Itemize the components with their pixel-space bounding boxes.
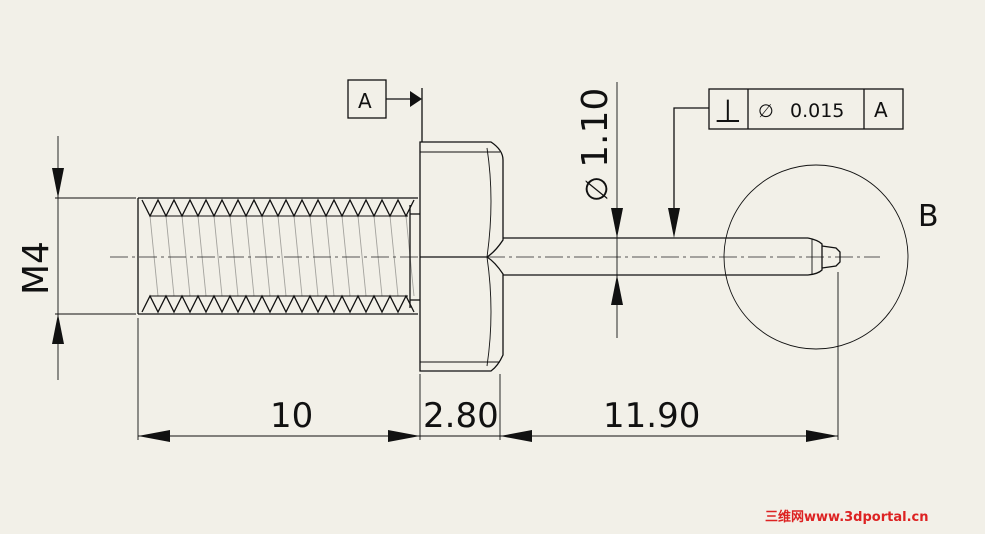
thread-helix-line: [149, 215, 159, 297]
thread-size-dimension: M4: [16, 136, 136, 380]
fcf-tolerance: 0.015: [790, 100, 844, 122]
head-length-label: 2.80: [423, 396, 499, 436]
pin-diameter-symbol: ∅: [580, 176, 615, 202]
thread-helix-line: [373, 215, 383, 297]
thread-helix-line: [181, 215, 191, 297]
perpendicularity-symbol: ⊥: [714, 92, 742, 130]
threaded-section: [137, 197, 420, 315]
thread-helix-line: [245, 215, 255, 297]
datum-a-symbol: A: [347, 79, 423, 142]
fcf-diameter-symbol: ∅: [758, 101, 774, 122]
thread-helix-line: [293, 215, 303, 297]
thread-helix-line: [277, 215, 287, 297]
detail-circle: [723, 164, 909, 350]
feature-control-frame: ⊥ ∅ 0.015 A: [668, 88, 904, 238]
thread-helix-line: [197, 215, 207, 297]
thread-helix-line: [261, 215, 271, 297]
thread-helix-line: [325, 215, 335, 297]
thread-helix-line: [405, 215, 415, 297]
thread-crests-top: [141, 198, 415, 297]
screw-head: [419, 141, 504, 372]
thread-helix-line: [357, 215, 367, 297]
pin-length-label: 11.90: [603, 396, 700, 436]
pin-diameter-dimension: ∅ 1.10: [575, 82, 623, 338]
thread-helix-line: [341, 215, 351, 297]
thread-helix-line: [389, 215, 399, 297]
fcf-datum: A: [874, 98, 888, 122]
thread-helix-line: [229, 215, 239, 297]
thread-helix-line: [213, 215, 223, 297]
watermark-text: 三维网www.3dportal.cn: [765, 509, 928, 525]
pin-diameter-value: 1.10: [575, 88, 616, 168]
svg-text:∅1.10: ∅ 1.10: [575, 88, 616, 202]
length-dimensions: 10 2.80 11.90: [137, 272, 839, 442]
pin-shaft: [503, 237, 841, 276]
thread-helix-line: [165, 215, 175, 297]
datum-a-label: A: [358, 89, 372, 113]
thread-length-label: 10: [270, 396, 313, 436]
thread-helix-line: [309, 215, 319, 297]
thread-size-label: M4: [16, 241, 57, 295]
detail-label-b: B: [918, 199, 939, 234]
